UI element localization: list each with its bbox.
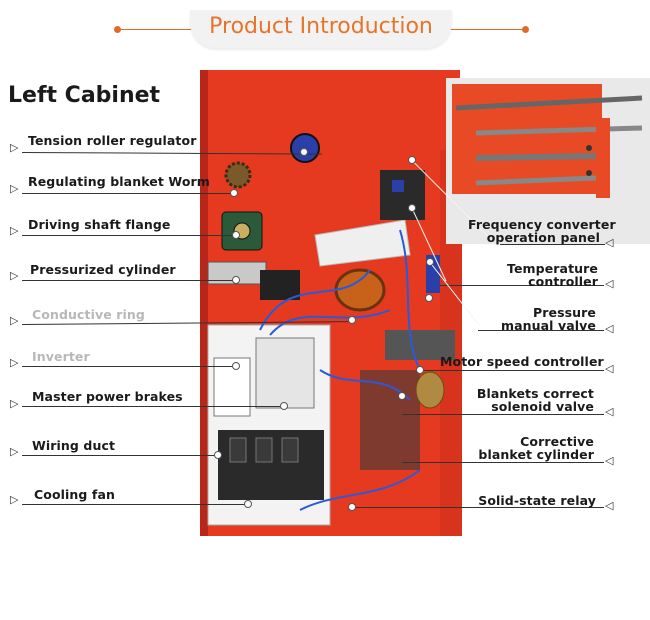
label-line: Frequency converter (468, 217, 616, 232)
leader-line (22, 235, 236, 237)
triangle-pointer-icon: ▷ (10, 398, 19, 410)
label-line: operation panel (486, 230, 600, 245)
leader-line (21, 152, 322, 155)
leader-line (500, 244, 605, 246)
header-dot-right (522, 26, 529, 33)
leader-line (22, 504, 248, 506)
callout-dot (416, 366, 424, 374)
label-pressurized-cylinder: Pressurized cylinder (30, 262, 176, 277)
callout-dot (425, 294, 433, 302)
inset-rollers (455, 95, 643, 198)
triangle-pointer-icon: ◁ (605, 455, 614, 467)
label-line: Pressure (532, 305, 596, 320)
label-line: Temperature (506, 261, 598, 276)
label-line: Corrective (520, 434, 594, 449)
triangle-pointer-icon: ▷ (10, 142, 19, 154)
callout-dot (348, 316, 356, 324)
header-dot-left (114, 26, 121, 33)
triangle-pointer-icon: ◁ (605, 323, 614, 335)
label-line: Blankets correct (476, 386, 594, 401)
leader-line (22, 193, 234, 195)
label-regulating-blanket-worm: Regulating blanket Worm (28, 174, 210, 189)
label-tension-roller-regulator: Tension roller regulator (28, 133, 197, 148)
triangle-pointer-icon: ◁ (605, 363, 614, 375)
triangle-pointer-icon: ◁ (605, 237, 614, 249)
leader-line (22, 455, 218, 457)
leader-line (440, 285, 604, 287)
callout-dot (398, 392, 406, 400)
cabinet-edge (200, 70, 208, 536)
leader-line (22, 366, 236, 368)
triangle-pointer-icon: ▷ (10, 270, 19, 282)
callout-dot (232, 276, 240, 284)
callout-dot (214, 451, 222, 459)
label-wiring-duct: Wiring duct (32, 438, 116, 453)
triangle-pointer-icon: ▷ (10, 315, 19, 327)
leader-line (420, 370, 604, 372)
leader-line (22, 280, 236, 282)
callout-dot (232, 362, 240, 370)
label-temperature-controller: Temperature controller (468, 262, 598, 288)
label-motor-speed-controller: Motor speed controller (440, 354, 604, 369)
callout-dot (408, 156, 416, 164)
callout-dot (408, 204, 416, 212)
callout-dot (244, 500, 252, 508)
label-line: solenoid valve (491, 399, 594, 414)
label-line: controller (528, 274, 598, 289)
triangle-pointer-icon: ▷ (10, 494, 19, 506)
callout-dot (300, 148, 308, 156)
label-solid-state-relay: Solid-state relay (478, 493, 596, 508)
label-master-power-brakes: Master power brakes (32, 389, 183, 404)
triangle-pointer-icon: ◁ (605, 278, 614, 290)
label-frequency-converter: Frequency converter operation panel (468, 217, 616, 245)
callout-dot (348, 503, 356, 511)
leader-line (22, 406, 284, 408)
page-title: Product Introduction (209, 14, 433, 39)
leader-line (402, 414, 604, 416)
triangle-pointer-icon: ▷ (10, 357, 19, 369)
label-line: manual valve (500, 318, 596, 333)
callout-dot (232, 231, 240, 239)
label-conductive-ring: Conductive ring (32, 307, 145, 322)
label-corrective-blanket-cylinder: Corrective blanket cylinder (468, 435, 594, 461)
label-blankets-correct-solenoid: Blankets correct solenoid valve (468, 387, 594, 413)
label-cooling-fan: Cooling fan (34, 487, 115, 502)
callout-dot (230, 189, 238, 197)
leader-line (352, 507, 604, 509)
cabinet-components (207, 133, 455, 526)
triangle-pointer-icon: ▷ (10, 183, 19, 195)
triangle-pointer-icon: ▷ (10, 225, 19, 237)
label-driving-shaft-flange: Driving shaft flange (28, 217, 171, 232)
label-inverter: Inverter (32, 349, 90, 364)
section-title: Left Cabinet (8, 83, 161, 108)
header-line-left (118, 29, 208, 30)
label-line: blanket cylinder (478, 447, 594, 462)
triangle-pointer-icon: ◁ (605, 500, 614, 512)
triangle-pointer-icon: ▷ (10, 446, 19, 458)
label-pressure-manual-valve: Pressure manual valve (468, 306, 596, 332)
leader-line (478, 330, 604, 332)
header-tab (190, 10, 452, 48)
callout-dot (280, 402, 288, 410)
triangle-pointer-icon: ◁ (605, 406, 614, 418)
leader-line (402, 462, 604, 464)
header-line-right (432, 29, 526, 30)
callout-dot (426, 258, 434, 266)
